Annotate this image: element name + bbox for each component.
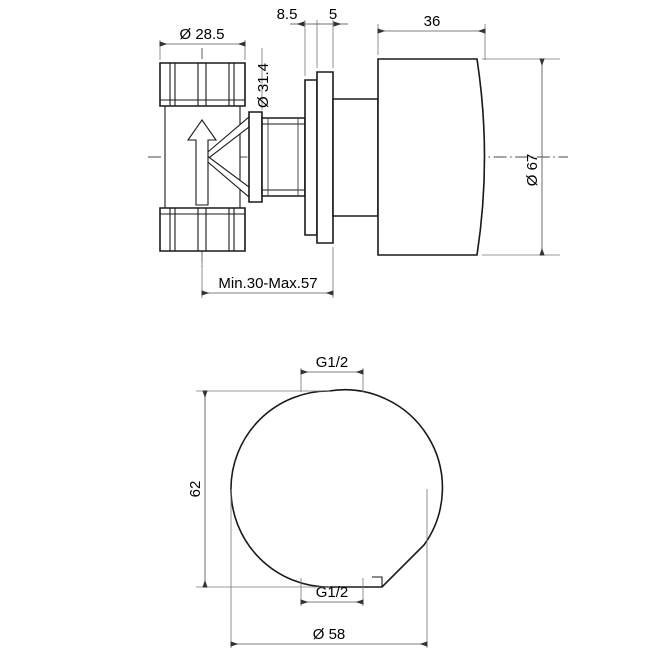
flange-plate-front — [316, 71, 334, 244]
dimension-height: 62 — [187, 390, 330, 588]
chamfer-right-angle-marker — [372, 576, 383, 587]
dim-label-thread-bottom: G1/2 — [316, 584, 349, 601]
flange-plates — [304, 71, 334, 244]
dim-label-outer-diameter: Ø 58 — [313, 626, 346, 643]
flow-direction-arrow — [186, 119, 218, 206]
dimension-flange-offset: 8.5 — [277, 6, 318, 76]
dimension-cap-length: 36 — [377, 13, 486, 60]
sleeve-collar — [332, 98, 379, 217]
view-side-elevation: Ø 28.5 Ø 31.4 8.5 5 — [148, 6, 568, 298]
cap-convex-face — [476, 58, 486, 256]
dim-label-cap-length: 36 — [424, 13, 441, 30]
dimension-outer-diameter: Ø 58 — [230, 489, 428, 648]
hex-nut-upper — [159, 62, 246, 107]
dim-label-flange-offset: 8.5 — [277, 6, 298, 23]
stem-collar — [248, 111, 263, 203]
dimension-thread-top: G1/2 — [300, 354, 364, 392]
threaded-stem — [248, 111, 306, 203]
dim-label-height: 62 — [187, 481, 204, 498]
dimension-depth-range: Min.30-Max.57 — [201, 247, 334, 298]
dimension-stem-diameter: Ø 31.4 — [255, 48, 272, 110]
dimension-cap-diameter: Ø 67 — [482, 58, 560, 256]
escutcheon-outline — [230, 388, 444, 588]
cap-body — [377, 58, 486, 256]
dim-label-cap-diameter: Ø 67 — [524, 154, 541, 187]
dimension-thread-bottom: G1/2 — [300, 578, 364, 606]
dim-label-plate-thickness: 5 — [329, 6, 337, 23]
stem-thread-body — [261, 117, 306, 197]
dimension-plate-thickness: 5 — [317, 6, 348, 68]
view-front-elevation: G1/2 G1/2 62 Ø 58 — [187, 354, 444, 648]
dimension-nut-diameter: Ø 28.5 — [159, 26, 246, 60]
dim-label-stem-diameter: Ø 31.4 — [255, 63, 272, 108]
dim-label-depth-range: Min.30-Max.57 — [218, 275, 317, 292]
flange-plate-rear — [304, 79, 318, 236]
dim-label-thread-top: G1/2 — [316, 354, 349, 371]
hex-nut-lower — [159, 207, 246, 252]
sleeve-body — [332, 98, 379, 217]
dim-label-nut-diameter: Ø 28.5 — [179, 26, 224, 43]
cap-handle — [377, 58, 486, 256]
